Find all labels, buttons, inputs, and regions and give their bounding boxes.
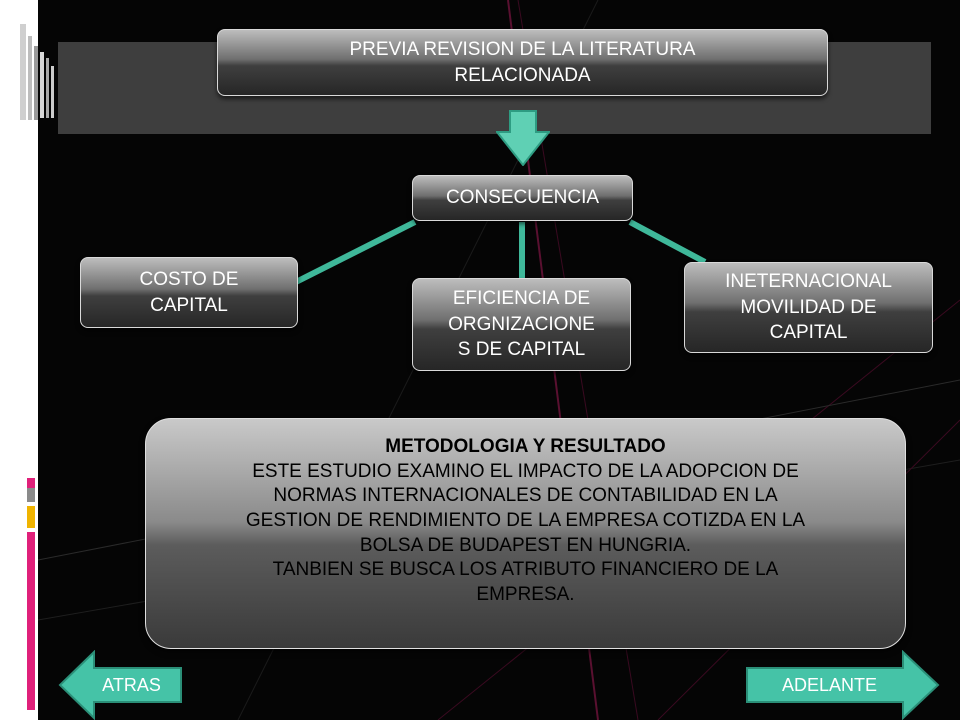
back-button-label: ATRAS bbox=[102, 674, 161, 695]
cost-of-capital-box: COSTO DE CAPITAL bbox=[80, 257, 298, 328]
next-button-label: ADELANTE bbox=[781, 674, 878, 695]
left-accent-pink-1 bbox=[27, 478, 35, 490]
down-arrow-icon bbox=[496, 110, 550, 166]
methodology-title: METODOLOGIA Y RESULTADO bbox=[385, 436, 666, 457]
next-button[interactable]: ADELANTE bbox=[745, 650, 940, 720]
capital-mobility-box: INETERNACIONAL MOVILIDAD DE CAPITAL bbox=[684, 262, 933, 353]
literature-review-box: PREVIA REVISION DE LA LITERATURA RELACIO… bbox=[217, 29, 828, 96]
left-accent-yellow bbox=[27, 506, 35, 528]
methodology-body: ESTE ESTUDIO EXAMINO EL IMPACTO DE LA AD… bbox=[245, 460, 806, 606]
methodology-box: METODOLOGIA Y RESULTADO ESTE ESTUDIO EXA… bbox=[145, 418, 906, 649]
left-accent-gray bbox=[27, 488, 35, 502]
back-button[interactable]: ATRAS bbox=[58, 650, 183, 720]
capital-efficiency-box: EFICIENCIA DE ORGNIZACIONE S DE CAPITAL bbox=[412, 278, 631, 371]
consequence-box: CONSECUENCIA bbox=[412, 175, 633, 221]
right-arrow-icon bbox=[746, 650, 940, 720]
left-accent-pink-2 bbox=[27, 532, 35, 710]
left-arrow-icon bbox=[58, 650, 182, 720]
